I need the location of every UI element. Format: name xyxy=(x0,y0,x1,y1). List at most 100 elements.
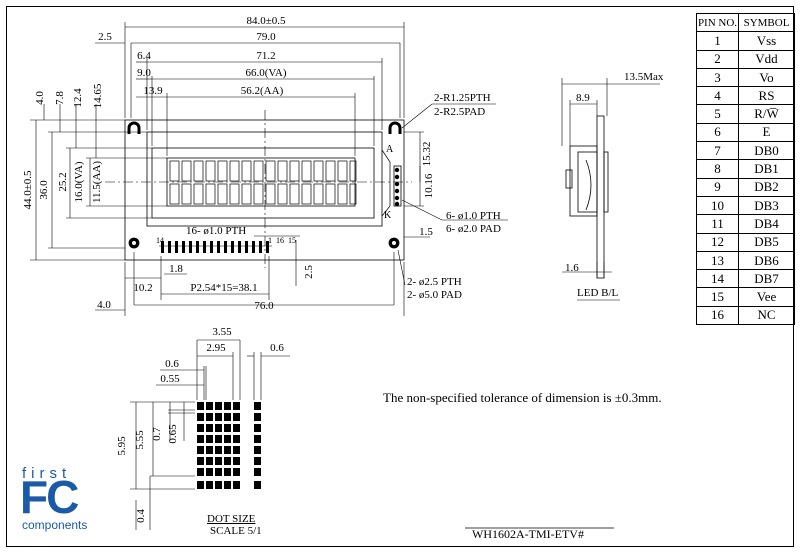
callout-leaders xyxy=(254,103,508,286)
dim-7-8: 7.8 xyxy=(54,91,66,105)
dim-aa-height: 11.5(AA) xyxy=(91,161,103,203)
pcb-outline xyxy=(124,119,405,261)
dim-1-6: 1.6 xyxy=(565,262,579,274)
backlight-pads xyxy=(393,165,402,207)
mounting-slot-right xyxy=(388,121,402,134)
pin-symbol: E xyxy=(738,122,795,143)
pin-symbol: DB6 xyxy=(738,250,795,271)
dim-2-5-pin: 2.5 xyxy=(303,265,315,279)
front-dimension-lines xyxy=(30,22,430,316)
dim-0-65: 0.65 xyxy=(167,424,179,444)
side-view-label: LED B/L xyxy=(577,287,619,299)
callout-r125pth: 2-R1.25PTH xyxy=(434,92,491,104)
dim-2-95: 2.95 xyxy=(206,342,226,354)
side-view xyxy=(565,115,609,279)
pin-symbol: DB7 xyxy=(738,269,795,289)
pin-symbol: DB4 xyxy=(738,214,795,234)
dim-12-4: 12.4 xyxy=(72,88,84,108)
pin-symbol: DB0 xyxy=(738,141,795,161)
pin-symbol: Vo xyxy=(738,67,795,88)
pin-number: 7 xyxy=(696,141,739,161)
callout-6-pad: 6- ø2.0 PAD xyxy=(446,223,501,235)
backlight-anode-label: A xyxy=(386,144,394,155)
pin-symbol: R/W̅ xyxy=(738,104,795,124)
pin-number: 9 xyxy=(696,177,739,197)
dot-size-scale: SCALE 5/1 xyxy=(210,525,262,537)
pin-symbol: DB5 xyxy=(738,232,795,252)
dim-5-95: 5.95 xyxy=(116,436,128,456)
dim-bezel-width: 71.2 xyxy=(256,50,275,62)
pin-number: 5 xyxy=(696,104,739,124)
pin-number: 8 xyxy=(696,159,739,179)
dim-76-0: 76.0 xyxy=(254,300,274,312)
viewing-area xyxy=(151,147,375,219)
dim-2-5: 2.5 xyxy=(98,31,112,43)
pin-label-1: 1 xyxy=(268,236,272,245)
dot-dimension-lines xyxy=(130,339,290,530)
pin-header xyxy=(159,241,272,253)
pin-label-16: 16 xyxy=(276,236,284,245)
dim-10-16: 10.16 xyxy=(423,173,435,198)
pin-number: 3 xyxy=(696,67,739,88)
dim-13-5max: 13.5Max xyxy=(624,71,664,83)
dim-6-4: 6.4 xyxy=(137,50,151,62)
dim-9-0: 9.0 xyxy=(137,67,151,79)
dim-0-4: 0.4 xyxy=(135,509,147,523)
dim-0-6-right: 0.6 xyxy=(270,342,284,354)
pin-number: 16 xyxy=(696,305,739,326)
dim-4-0-bottom: 4.0 xyxy=(97,299,111,311)
dim-0-6-left: 0.6 xyxy=(165,358,179,370)
dim-1-5: 1.5 xyxy=(419,226,433,238)
pin-symbol: Vee xyxy=(738,287,795,307)
dim-14-65: 14.65 xyxy=(92,83,104,108)
dim-0-7: 0.7 xyxy=(151,427,163,441)
side-dimension-lines xyxy=(561,78,660,301)
pin-symbol: DB2 xyxy=(738,177,795,197)
callout-6-pth: 6- ø1.0 PTH xyxy=(446,210,501,222)
dim-overall-height: 44.0±0.5 xyxy=(22,170,34,210)
dim-5-55: 5.55 xyxy=(134,430,146,450)
pin-no-header: PIN NO. xyxy=(696,12,739,33)
dim-va-width: 66.0(VA) xyxy=(245,67,286,79)
symbol-header: SYMBOL xyxy=(738,12,795,33)
pin-symbol: RS xyxy=(738,86,795,106)
pin-label-15: 15 xyxy=(288,236,296,245)
dim-36-0: 36.0 xyxy=(38,180,50,200)
pin-symbol: DB1 xyxy=(738,159,795,179)
dim-25-2: 25.2 xyxy=(57,172,69,191)
bezel-outline xyxy=(146,131,383,227)
dot-view xyxy=(130,339,290,530)
dim-13-9: 13.9 xyxy=(143,85,163,97)
pin-number: 10 xyxy=(696,195,739,216)
callout-2-pth: 2- ø2.5 PTH xyxy=(407,276,462,288)
pin-number: 2 xyxy=(696,49,739,69)
tolerance-note: The non-specified tolerance of dimension… xyxy=(383,390,662,405)
callout-2-pad: 2- ø5.0 PAD xyxy=(407,289,462,301)
dim-15-32: 15.32 xyxy=(421,142,433,167)
dim-1-8: 1.8 xyxy=(169,263,183,275)
character-grid xyxy=(169,160,357,205)
dot-matrix xyxy=(197,402,261,489)
model-number: WH1602A-TMI-ETV# xyxy=(472,527,584,541)
pin-table-header: PIN NO. SYMBOL xyxy=(696,12,795,33)
dim-8-9: 8.9 xyxy=(576,92,590,104)
pin-number: 1 xyxy=(696,31,739,51)
dim-pin-pitch: P2.54*15=38.1 xyxy=(190,282,257,294)
dot-size-title: DOT SIZE xyxy=(207,513,256,525)
pin-number: 14 xyxy=(696,269,739,289)
logo-first: first xyxy=(22,465,72,482)
dim-3-55: 3.55 xyxy=(212,326,232,338)
